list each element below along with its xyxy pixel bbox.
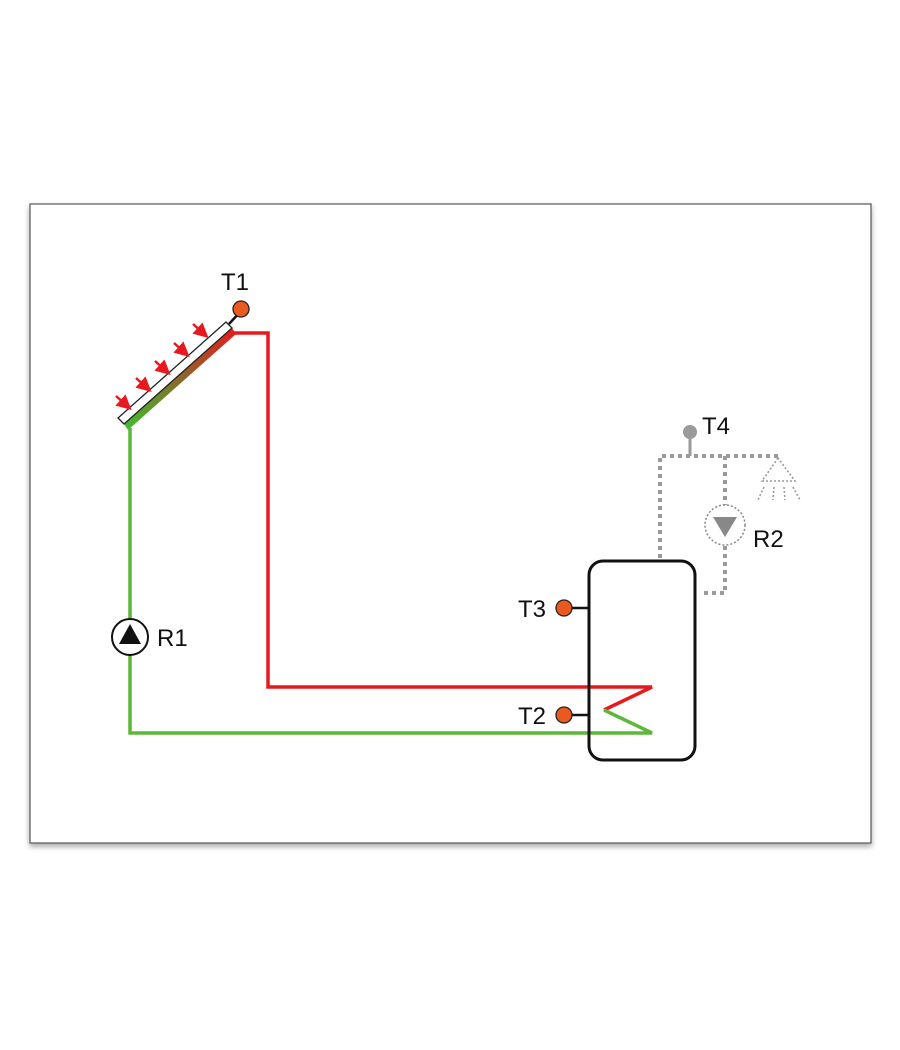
hot-pipe <box>233 331 653 712</box>
label-t4: T4 <box>702 413 730 440</box>
sensor-t2-icon <box>555 706 573 724</box>
pump-r1-icon <box>111 618 149 656</box>
cold-pipe <box>128 428 653 735</box>
sensor-t1-icon <box>232 300 250 318</box>
label-t3: T3 <box>518 596 546 623</box>
sun-rays-icon <box>115 322 209 411</box>
label-r1: R1 <box>157 625 188 652</box>
storage-tank <box>587 559 697 762</box>
sensor-t4-icon <box>683 425 697 439</box>
pump-r2-icon <box>704 504 746 546</box>
label-t1: T1 <box>221 269 249 296</box>
sensor-t3-icon <box>555 599 573 617</box>
label-t2: T2 <box>518 703 546 730</box>
hot-water-circuit <box>658 454 778 595</box>
shower-icon <box>757 456 801 501</box>
label-r2: R2 <box>753 526 784 553</box>
